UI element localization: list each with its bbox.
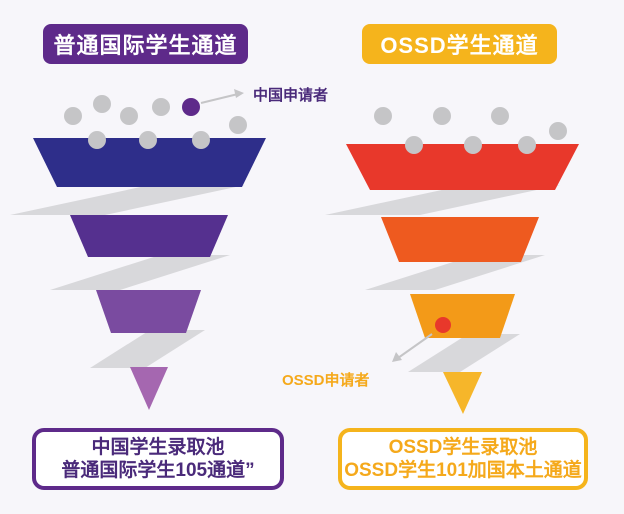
right-tier-4: [443, 372, 482, 414]
applicant-dot-icon: [549, 122, 567, 140]
applicant-dot-icon: [139, 131, 157, 149]
left-result-line1: 中国学生录取池: [91, 437, 225, 458]
china-applicant-label: 中国申请者: [253, 87, 329, 104]
right-title-pill: OSSD学生通道: [362, 24, 557, 64]
right-zigzag-3: [408, 334, 520, 372]
arrow-icon: [200, 89, 244, 104]
right-tier-1: [346, 144, 579, 190]
applicant-dot-icon: [64, 107, 82, 125]
right-tier-3: [410, 294, 515, 338]
applicant-dot-icon: [152, 98, 170, 116]
left-title: 普通国际学生通道: [53, 33, 238, 58]
arrow-icon: [392, 333, 433, 362]
right-tier-2: [381, 217, 539, 262]
right-result-line1: OSSD学生录取池: [388, 437, 538, 458]
left-zigzag-3: [90, 330, 205, 368]
left-zigzag-2: [50, 255, 230, 290]
applicant-dot-icon: [88, 131, 106, 149]
right-zigzag-2: [365, 255, 545, 290]
left-title-pill: 普通国际学生通道: [43, 24, 248, 64]
right-zigzag-1: [325, 185, 560, 215]
left-result-line2: 普通国际学生105通道”: [61, 460, 255, 481]
applicant-dot-icon: [518, 136, 536, 154]
right-result-line2: OSSD学生101加国本土通道: [344, 460, 582, 481]
left-funnel: [10, 89, 266, 410]
applicant-dot-icon: [464, 136, 482, 154]
applicant-dot-icon: [405, 136, 423, 154]
left-tier-2: [70, 215, 228, 257]
applicant-dot-icon: [229, 116, 247, 134]
left-tier-1: [33, 138, 266, 187]
applicant-dot-icon: [192, 131, 210, 149]
highlight-dot-icon: [435, 317, 451, 333]
applicant-dot-icon: [374, 107, 392, 125]
left-tier-3: [96, 290, 201, 333]
applicant-dot-icon: [491, 107, 509, 125]
left-zigzag-1: [10, 185, 245, 215]
left-result-box: 中国学生录取池 普通国际学生105通道”: [32, 428, 284, 490]
right-title: OSSD学生通道: [380, 33, 539, 58]
left-tier-4: [130, 367, 168, 410]
highlight-dot-icon: [182, 98, 200, 116]
right-result-box: OSSD学生录取池 OSSD学生101加国本土通道: [338, 428, 588, 490]
right-funnel: [325, 107, 579, 414]
applicant-dot-icon: [93, 95, 111, 113]
applicant-dot-icon: [120, 107, 138, 125]
applicant-dot-icon: [433, 107, 451, 125]
ossd-applicant-label: OSSD申请者: [282, 372, 370, 389]
